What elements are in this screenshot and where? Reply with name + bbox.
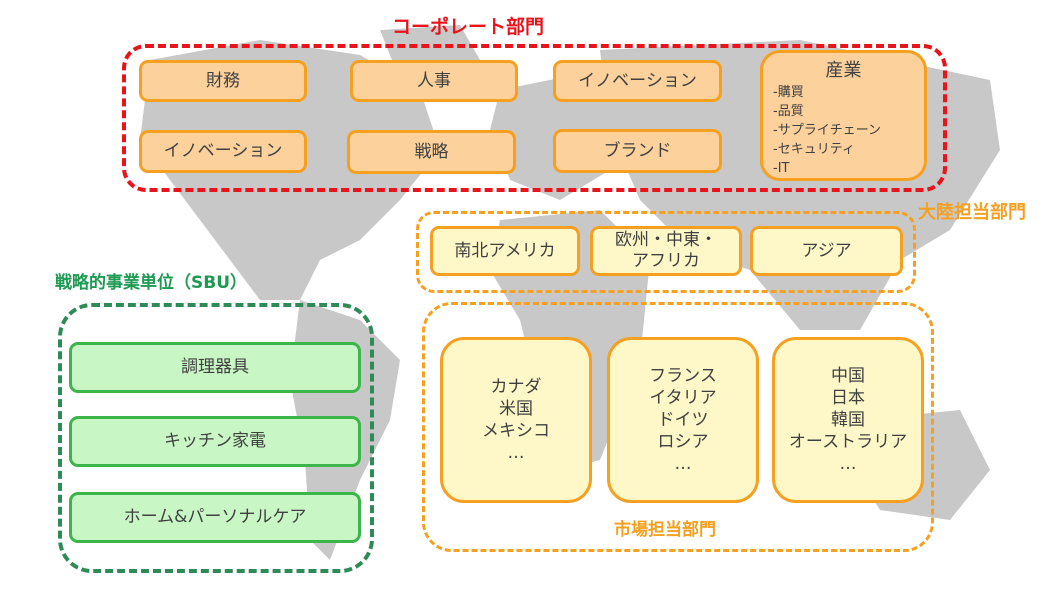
- corporate-title: コーポレート部門: [392, 16, 545, 38]
- sbu-item-home-personal-care: ホーム&パーソナルケア: [69, 492, 361, 543]
- corporate-group: [122, 44, 947, 192]
- corporate-industry-box: 産業 -購買 -品質 -サプライチェーン -セキュリティ -IT: [760, 50, 927, 181]
- industry-item: -品質: [773, 104, 804, 120]
- market-box-americas: カナダ 米国 メキシコ …: [440, 337, 592, 503]
- market-item: ドイツ: [657, 409, 709, 430]
- market-group: [422, 302, 934, 552]
- corporate-item-innovation-1: イノベーション: [553, 60, 722, 102]
- corporate-item-strategy: 戦略: [347, 130, 516, 174]
- continent-item-asia: アジア: [750, 226, 903, 276]
- market-item: イタリア: [649, 387, 717, 408]
- market-item: 日本: [831, 387, 865, 408]
- industry-title: 産業: [825, 60, 862, 81]
- market-box-asia: 中国 日本 韓国 オーストラリア …: [772, 337, 924, 503]
- industry-item: -セキュリティ: [773, 142, 855, 158]
- industry-item: -IT: [773, 161, 790, 177]
- market-item: メキシコ: [482, 421, 550, 441]
- industry-item: -サプライチェーン: [773, 123, 882, 139]
- sbu-title: 戦略的事業単位（SBU）: [55, 273, 248, 293]
- corporate-item-hr: 人事: [350, 60, 518, 102]
- market-box-emea: フランス イタリア ドイツ ロシア …: [607, 337, 759, 503]
- market-item: フランス: [649, 365, 717, 386]
- continent-item-americas: 南北アメリカ: [430, 226, 580, 276]
- sbu-group: [58, 303, 374, 573]
- corporate-item-innovation-2: イノベーション: [139, 130, 307, 173]
- market-item: 韓国: [831, 409, 865, 430]
- continent-group: [416, 211, 916, 293]
- industry-item: -購買: [773, 85, 804, 101]
- sbu-item-kitchen-appliances: キッチン家電: [69, 416, 361, 467]
- market-item: 米国: [499, 398, 533, 419]
- market-item: …: [507, 443, 525, 464]
- corporate-item-finance: 財務: [139, 60, 307, 102]
- market-item: …: [839, 454, 857, 475]
- market-title: 市場担当部門: [614, 520, 716, 540]
- continent-title: 大陸担当部門: [918, 202, 1026, 223]
- market-item: カナダ: [490, 376, 542, 397]
- corporate-item-brand: ブランド: [553, 129, 722, 173]
- market-item: …: [674, 454, 692, 475]
- continent-item-emea: 欧州・中東・ アフリカ: [590, 226, 742, 276]
- market-item: 中国: [831, 365, 865, 386]
- market-item: ロシア: [657, 432, 709, 453]
- market-item: オーストラリア: [788, 432, 908, 453]
- sbu-item-cookware: 調理器具: [69, 342, 361, 393]
